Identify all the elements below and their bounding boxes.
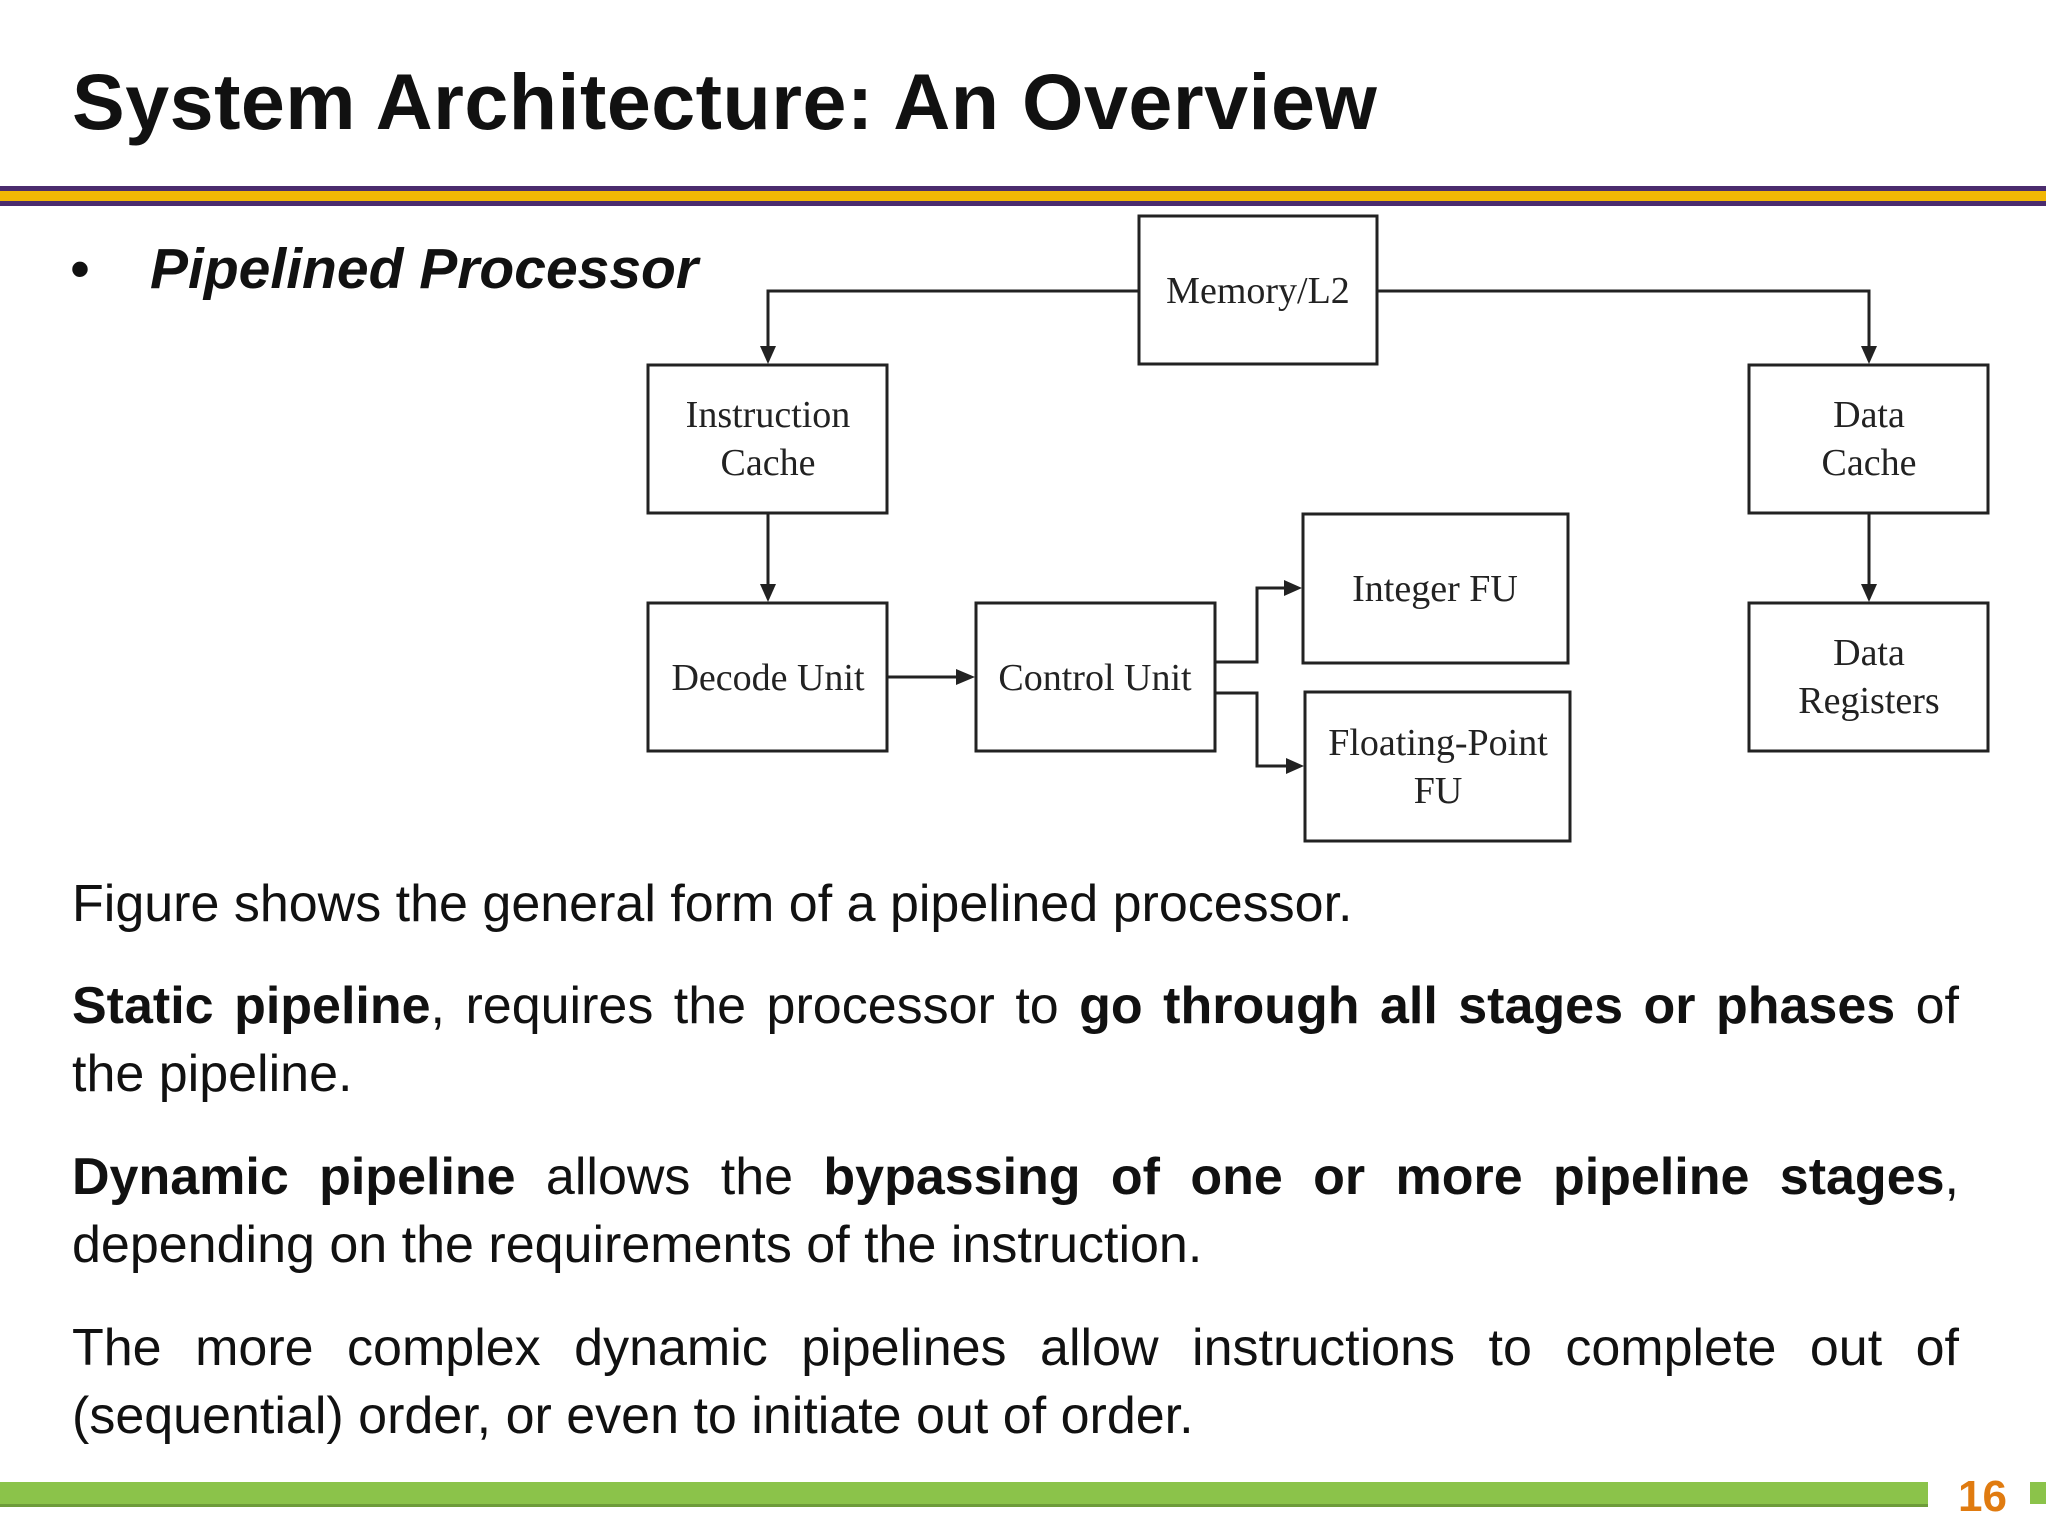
footer-bar: [0, 1482, 1928, 1507]
bullet-dot: •: [70, 237, 90, 301]
registers-arrowhead: [1861, 584, 1877, 602]
slide-title: System Architecture: An Overview: [72, 57, 1378, 146]
integer-arrowhead: [1284, 580, 1302, 596]
memory-l2-label: Memory/L2: [1166, 270, 1350, 312]
dcache-arrowhead: [1861, 346, 1877, 364]
instruction-cache-box: Instruction Cache: [646, 363, 889, 515]
decode-unit-box: Decode Unit: [646, 601, 889, 753]
instruction-cache-label-line2: Cache: [721, 442, 816, 484]
control-to-fp-connector: [1215, 691, 1288, 768]
instruction-cache-label-line1: Instruction: [686, 394, 851, 436]
integer-fu-label: Integer FU: [1352, 568, 1518, 610]
memory-to-icache-connector: [766, 289, 1139, 348]
decode-arrowhead: [760, 584, 776, 602]
title-divider: [0, 186, 2046, 206]
static-pipeline-term: Static pipeline: [72, 977, 431, 1035]
p3-emphasis: bypassing of one or more pipeline stages: [823, 1148, 1945, 1206]
decode-unit-label: Decode Unit: [671, 657, 865, 699]
bullet-item: • Pipelined Processor: [70, 236, 698, 302]
page-number: 16: [1958, 1472, 2007, 1521]
p2-text-2: of the pipeline.: [72, 977, 1960, 1103]
data-registers-box: Data Registers: [1747, 601, 1990, 753]
control-unit-box: Control Unit: [974, 601, 1217, 753]
data-cache-label-line2: Cache: [1822, 442, 1917, 484]
memory-l2-box: Memory/L2: [1137, 214, 1379, 366]
data-registers-label-line2: Registers: [1798, 680, 1939, 722]
body-paragraph-3: Dynamic pipeline allows the bypassing of…: [72, 1143, 1959, 1279]
control-arrowhead: [956, 669, 975, 685]
data-cache-box: Data Cache: [1747, 363, 1990, 515]
dynamic-pipeline-term: Dynamic pipeline: [72, 1148, 516, 1206]
body-paragraph-4: The more complex dynamic pipelines allow…: [72, 1319, 1959, 1445]
data-registers-label-line1: Data: [1833, 632, 1905, 674]
control-unit-label: Control Unit: [998, 657, 1192, 699]
floating-point-fu-label-line2: FU: [1414, 770, 1463, 812]
data-cache-label-line1: Data: [1833, 394, 1905, 436]
icache-arrowhead: [760, 346, 776, 364]
integer-fu-box: Integer FU: [1301, 512, 1570, 665]
footer-bar-end: [2030, 1482, 2046, 1504]
bullet-text: Pipelined Processor: [150, 237, 699, 301]
floating-point-fu-box: Floating-Point FU: [1303, 690, 1572, 843]
p3-text-2: , depending on the requirements of the i…: [72, 1148, 1959, 1274]
p3-text-1: allows the: [515, 1148, 824, 1206]
memory-to-dcache-connector: [1377, 289, 1871, 348]
p2-text-1: , requires the processor to: [430, 977, 1080, 1035]
body-paragraph-1: Figure shows the general form of a pipel…: [72, 875, 1353, 933]
floating-point-fu-label-line1: Floating-Point: [1328, 722, 1548, 764]
p2-emphasis: go through all stages or phases: [1079, 977, 1896, 1035]
body-paragraph-2: Static pipeline, requires the processor …: [72, 972, 1959, 1108]
fp-arrowhead: [1286, 758, 1304, 774]
control-to-integer-connector: [1215, 586, 1286, 664]
